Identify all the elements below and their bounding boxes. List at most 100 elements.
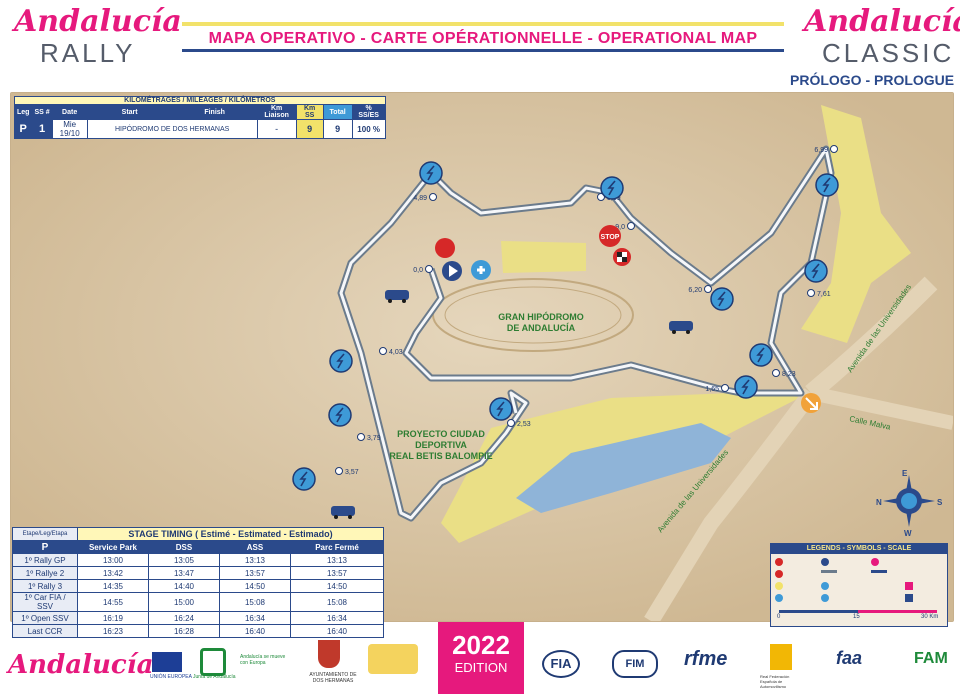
cell-km-liaison: -	[256, 119, 297, 139]
scale-15: 15	[853, 614, 860, 620]
compass-w: N	[876, 498, 882, 507]
waypoint-label: 6,20	[688, 287, 702, 294]
timing-point-icon	[749, 343, 773, 367]
waypoint-label: 1,65	[705, 386, 719, 393]
timing-cell: 13:42	[77, 566, 149, 580]
compass-e: S	[937, 498, 943, 507]
cell-total: 9	[322, 119, 353, 139]
stop-icon	[599, 225, 621, 247]
plus-icon	[477, 266, 485, 274]
col-parc-ferme: Parc Fermé	[290, 540, 384, 554]
waypoint-dot	[335, 467, 343, 475]
timing-row-name: Last CCR	[12, 624, 78, 638]
edition-year: 2022	[452, 630, 510, 660]
col-service-park: Service Park	[77, 540, 149, 554]
car-icon	[669, 321, 693, 334]
legend-box: LEGENDS - SYMBOLS - SCALE 0 15 30 Km	[770, 543, 948, 627]
timing-cell: 15:08	[219, 592, 291, 612]
legend-symbols	[775, 558, 943, 604]
timing-cell: 16:34	[219, 611, 291, 625]
col-dss: DSS	[148, 540, 220, 554]
compass-rose-icon	[883, 475, 935, 527]
stop-label: STOP	[601, 234, 620, 241]
timing-cell: 16:34	[290, 611, 384, 625]
timing-cell: 14:40	[148, 579, 220, 593]
banner: MAPA OPERATIVO - CARTE OPÉRATIONNELLE - …	[182, 22, 784, 52]
waypoint-dot	[830, 145, 838, 153]
banner-yellow-stripe	[182, 22, 784, 26]
venue-label-2: DE ANDALUCÍA	[507, 323, 576, 333]
timing-cell: 15:08	[290, 592, 384, 612]
arrow-icon	[805, 397, 818, 410]
parking-icon	[775, 594, 783, 602]
road-line-icon	[871, 570, 887, 573]
start-icon	[821, 558, 829, 566]
start-arrow-icon	[449, 265, 458, 277]
col-km-ss: Km SS	[295, 104, 324, 120]
timing-cell: 14:55	[77, 592, 149, 612]
waypoint-dot	[807, 289, 815, 297]
waypoint-label: 9,0	[615, 224, 625, 231]
legend-title: LEGENDS - SYMBOLS - SCALE	[771, 544, 947, 554]
edition-badge: 2022 EDITION	[438, 622, 524, 694]
cell-leg: P	[13, 119, 33, 139]
eu-label: UNIÓN EUROPEA	[150, 674, 192, 680]
logo-andalucia-rally: Andalucía RALLY	[8, 4, 182, 68]
project-label-1: PROYECTO CIUDAD	[397, 429, 485, 439]
cell-km-ss: 9	[295, 119, 324, 139]
waypoint-label: 4,03	[389, 349, 403, 356]
cell-date-value: 19/10	[59, 129, 80, 138]
logo-wordmark: Andalucía	[14, 4, 182, 39]
eu-flag-icon	[152, 652, 182, 672]
footer-logos: Andalucía UNIÓN EUROPEA Junta de Andaluc…	[0, 630, 960, 694]
cell-date-day: Mie	[63, 120, 77, 129]
racetrack-inner	[444, 286, 622, 344]
edition-label: EDITION	[454, 660, 508, 675]
timing-point-icon	[815, 173, 839, 197]
parcel	[801, 105, 911, 343]
waypoint-dot	[357, 433, 365, 441]
finish-icon	[871, 558, 879, 566]
ayto-crest-icon	[318, 640, 340, 668]
stop-icon	[775, 570, 783, 578]
compass-n: E	[902, 469, 908, 478]
waypoint-dot	[627, 222, 635, 230]
waypoint-label: 2,53	[517, 421, 531, 428]
cell-ss: 1	[31, 119, 53, 139]
page-subtitle: PRÓLOGO - PROLOGUE	[790, 72, 955, 88]
road	[805, 276, 938, 400]
col-leg: Leg	[13, 104, 33, 120]
timing-cell: 16:19	[77, 611, 149, 625]
timing-cell: 13:57	[219, 566, 291, 580]
rfme-logo: rfme	[684, 648, 728, 670]
timing-point-icon	[292, 467, 316, 491]
timing-point-icon	[734, 375, 758, 399]
timing-point-icon	[328, 403, 352, 427]
road	[809, 386, 953, 430]
cell-start-finish: HIPÓDROMO DE DOS HERMANAS	[86, 119, 258, 139]
waypoint-dot	[507, 419, 515, 427]
timing-cell: 14:50	[219, 579, 291, 593]
banner-title: MAPA OPERATIVO - CARTE OPÉRATIONNELLE - …	[208, 30, 758, 47]
timing-point-icon	[600, 176, 624, 200]
timing-point-icon	[489, 397, 513, 421]
time-control-icon	[775, 558, 783, 566]
col-total: Total	[322, 104, 353, 120]
timing-point-icon	[329, 349, 353, 373]
faa-logo: faa	[836, 648, 863, 668]
public-area-icon	[775, 582, 783, 590]
timing-row-name: 1º Car FIA / SSV	[12, 592, 78, 612]
city-stage-start-icon	[905, 582, 913, 590]
road	[644, 388, 818, 621]
junta-label: Junta de Andalucía	[193, 674, 236, 680]
timing-cell: 13:47	[148, 566, 220, 580]
waypoint-label: 0,0	[413, 267, 423, 274]
logo-sub: CLASSIC	[822, 38, 955, 68]
timing-cell: 13:05	[148, 553, 220, 567]
waypoint-dot	[704, 285, 712, 293]
waypoint-label: 7,61	[817, 291, 831, 298]
timing-cell: 13:00	[77, 553, 149, 567]
